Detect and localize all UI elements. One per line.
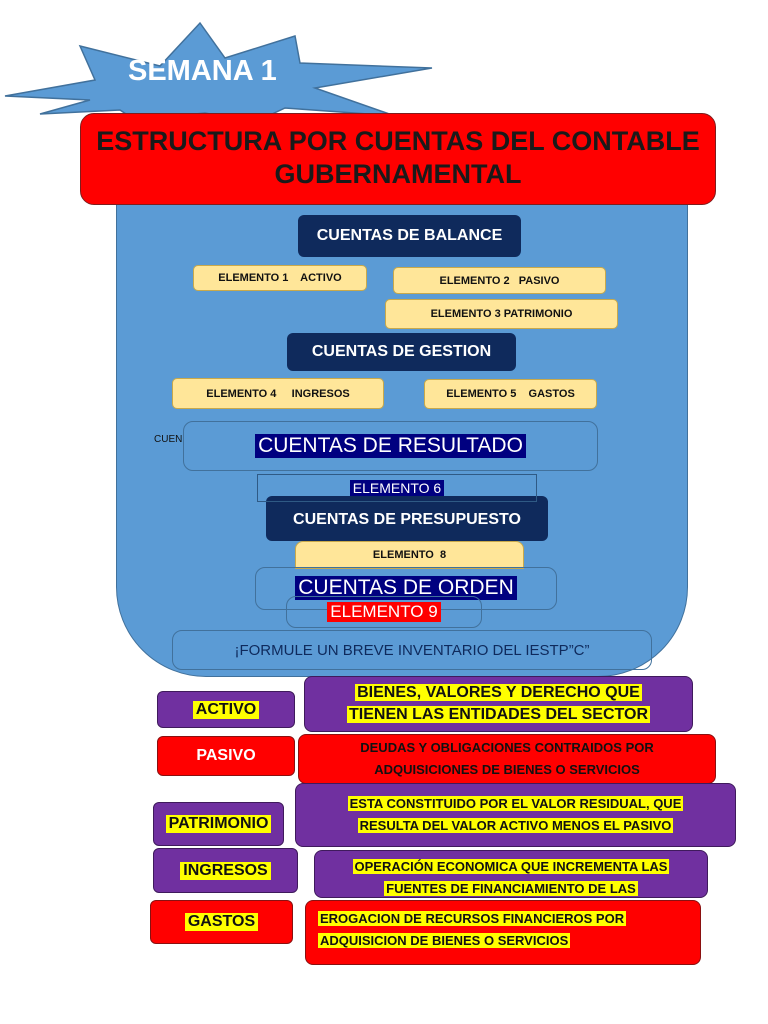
term-patrimonio: PATRIMONIO: [153, 802, 284, 846]
elemento-4-box: ELEMENTO 4 INGRESOS: [172, 378, 384, 409]
elemento-2-box: ELEMENTO 2 PASIVO: [393, 267, 606, 294]
elemento-1-box: ELEMENTO 1 ACTIVO: [193, 265, 367, 291]
def-patrimonio-line-1: ESTA CONSTITUIDO POR EL VALOR RESIDUAL, …: [347, 796, 684, 811]
def-activo-line-2: TIENEN LAS ENTIDADES DEL SECTOR: [347, 706, 650, 723]
gestion-header: CUENTAS DE GESTION: [287, 333, 516, 371]
term-patrimonio-label: PATRIMONIO: [165, 815, 272, 833]
def-gastos: EROGACION DE RECURSOS FINANCIEROS POR AD…: [305, 900, 701, 965]
main-title-line-2: GUBERNAMENTAL: [274, 159, 522, 189]
def-activo: BIENES, VALORES Y DERECHO QUE TIENEN LAS…: [304, 676, 693, 732]
elemento-3-box: ELEMENTO 3 PATRIMONIO: [385, 299, 618, 329]
elemento-6-label: ELEMENTO 6: [349, 479, 445, 497]
star-shape-icon: [4, 21, 433, 123]
elemento-5-box: ELEMENTO 5 GASTOS: [424, 379, 597, 409]
inventory-prompt: ¡FORMULE UN BREVE INVENTARIO DEL IESTP”C…: [172, 630, 652, 670]
term-activo: ACTIVO: [157, 691, 295, 728]
def-patrimonio: ESTA CONSTITUIDO POR EL VALOR RESIDUAL, …: [295, 783, 736, 847]
week-label: SEMANA 1: [128, 55, 277, 87]
def-gastos-line-1: EROGACION DE RECURSOS FINANCIEROS POR: [318, 911, 627, 926]
def-ingresos: OPERACIÓN ECONOMICA QUE INCREMENTA LAS F…: [314, 850, 708, 898]
presupuesto-header: CUENTAS DE PRESUPUESTO: [266, 496, 548, 541]
elemento-9-label: ELEMENTO 9: [327, 602, 441, 622]
term-gastos: GASTOS: [150, 900, 293, 944]
def-activo-line-1: BIENES, VALORES Y DERECHO QUE: [355, 684, 642, 701]
balance-header: CUENTAS DE BALANCE: [298, 215, 521, 257]
def-gastos-line-2: ADQUISICION DE BIENES O SERVICIOS: [318, 933, 571, 948]
term-pasivo: PASIVO: [157, 736, 295, 776]
term-activo-label: ACTIVO: [192, 700, 260, 719]
term-ingresos: INGRESOS: [153, 848, 298, 893]
elemento-6-box: ELEMENTO 6: [257, 474, 537, 502]
def-patrimonio-line-2: RESULTA DEL VALOR ACTIVO MENOS EL PASIVO: [357, 818, 674, 833]
def-pasivo-line-1: DEUDAS Y OBLIGACIONES CONTRAIDOS POR: [360, 740, 654, 755]
main-title: ESTRUCTURA POR CUENTAS DEL CONTABLE GUBE…: [80, 113, 716, 205]
term-ingresos-label: INGRESOS: [180, 861, 271, 880]
main-title-line-1: ESTRUCTURA POR CUENTAS DEL CONTABLE: [96, 126, 700, 156]
resultado-header: CUENTAS DE RESULTADO: [255, 433, 526, 459]
term-gastos-label: GASTOS: [184, 913, 259, 931]
clipped-label: CUEN: [154, 434, 183, 445]
def-ingresos-line-2: FUENTES DE FINANCIAMIENTO DE LAS: [384, 881, 638, 896]
def-pasivo-line-2: ADQUISICIONES DE BIENES O SERVICIOS: [374, 762, 640, 777]
def-pasivo: DEUDAS Y OBLIGACIONES CONTRAIDOS POR ADQ…: [298, 734, 716, 784]
week-star-badge: [0, 18, 440, 123]
resultado-box: CUENTAS DE RESULTADO: [183, 421, 598, 471]
elemento-8-box: ELEMENTO 8: [295, 541, 524, 569]
elemento-9-box: ELEMENTO 9: [286, 596, 482, 628]
def-ingresos-line-1: OPERACIÓN ECONOMICA QUE INCREMENTA LAS: [352, 859, 670, 874]
